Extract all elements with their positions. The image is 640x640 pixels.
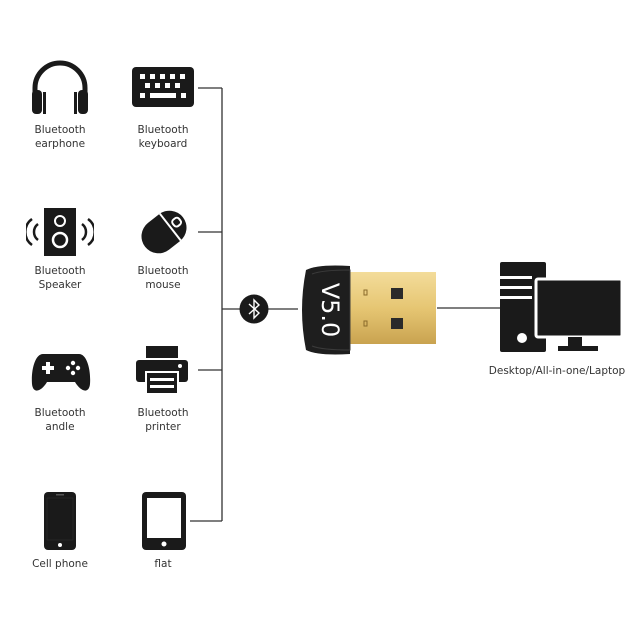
adapter-version-text: V5.0 [316, 283, 344, 338]
phone-icon [44, 492, 76, 550]
printer-icon [136, 346, 188, 394]
gamepad-icon [31, 354, 91, 391]
keyboard-icon [132, 67, 194, 107]
desktop-computer-icon [500, 262, 622, 352]
label-host: Desktop/All-in-one/Laptop [488, 365, 626, 377]
bluetooth-icon [239, 294, 269, 324]
speaker-icon [26, 208, 94, 256]
label-phone: Cell phone [32, 558, 88, 570]
usb-bluetooth-adapter: V5.0 [302, 265, 436, 355]
mouse-icon [141, 210, 187, 254]
headphones-icon [32, 60, 88, 114]
tablet-icon [142, 492, 186, 550]
label-flat: flat [154, 558, 172, 570]
